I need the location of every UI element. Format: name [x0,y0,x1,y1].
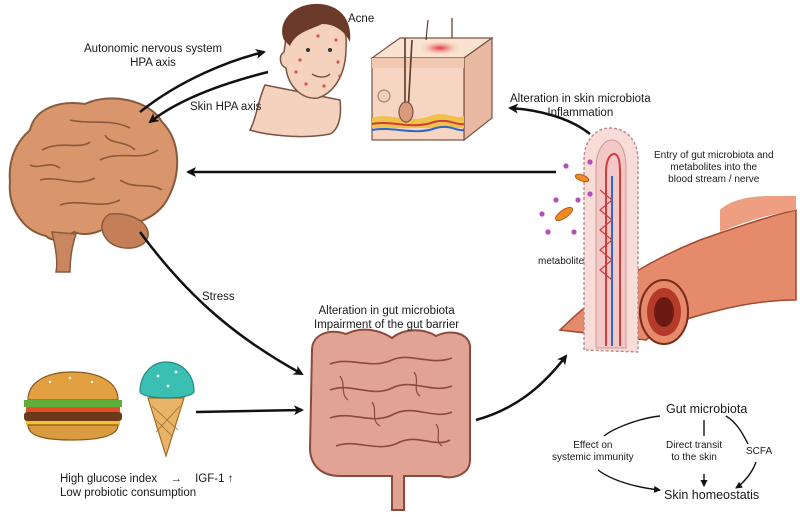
stress-label: Stress [202,291,235,303]
direct-transit-label: Direct transit to the skin [666,440,722,464]
autonomic-label-line2: HPA axis [130,57,176,69]
effect-line1: Effect on [573,440,613,451]
gut-microbiota-label: Gut microbiota [666,402,748,416]
arrow-to-skin-microbiota [508,103,591,135]
entry-label: Entry of gut microbiota and metabolites … [654,150,774,186]
intestine-illustration [308,328,472,511]
diet-glucose-row: High glucose index → IGF-1 ↑ [60,472,233,486]
transit-line1: Direct transit [666,440,723,451]
metabolite-label: metabolite [538,256,585,267]
gut-alteration-line1: Alteration in gut microbiota [318,305,455,317]
autonomic-label-line1: Autonomic nervous system [84,43,223,55]
arrow-gut-to-villus [475,354,568,422]
flow-arrows [138,48,591,422]
arrow-brain-to-skin [139,48,266,113]
skin-microbiota-label: Alteration in skin microbiota Inflammati… [510,92,651,120]
arrow-skin-to-brain [148,70,269,124]
gut-alteration-line2: Impairment of the gut barrier [314,319,460,331]
skin-homeostasis-label: Skin homeostatis [664,488,760,502]
acne-face-illustration [248,3,351,138]
diet-probiotic-text: Low probiotic consumption [60,487,197,499]
effect-line2: systemic immunity [552,452,634,463]
skin-hpa-label: Skin HPA axis [190,101,262,113]
skin-microbiota-line2: Inflammation [547,107,614,119]
acne-label: Acne [348,13,375,25]
up-arrow-icon: ↑ [227,473,234,485]
scfa-label: SCFA [746,446,773,457]
transit-line2: to the skin [671,452,717,463]
entry-label-line2: metabolites into the [670,162,758,173]
right-arrow-icon: → [170,473,182,485]
entry-label-line3: blood stream / nerve [668,174,760,185]
skin-tissue-illustration [370,18,494,142]
diet-igf-text: IGF-1 [195,473,225,485]
intestinal-villus-illustration [583,127,639,353]
skin-microbiota-line1: Alteration in skin microbiota [510,93,651,105]
arrow-diet [195,405,304,416]
arrow-stress [138,231,304,376]
bacteria-illustration [539,159,593,235]
ice-cream-illustration [139,361,195,459]
diet-glucose-text: High glucose index [60,473,158,485]
autonomic-label: Autonomic nervous system HPA axis [84,42,222,70]
gut-alteration-label: Alteration in gut microbiota Impairment … [314,304,459,332]
entry-label-line1: Entry of gut microbiota and [654,150,774,161]
diet-label: High glucose index → IGF-1 ↑ Low probiot… [60,472,233,500]
burger-illustration [24,371,122,441]
homeostasis-arrows [597,415,757,493]
brain-illustration [8,97,179,273]
effect-immunity-label: Effect on systemic immunity [552,440,634,464]
